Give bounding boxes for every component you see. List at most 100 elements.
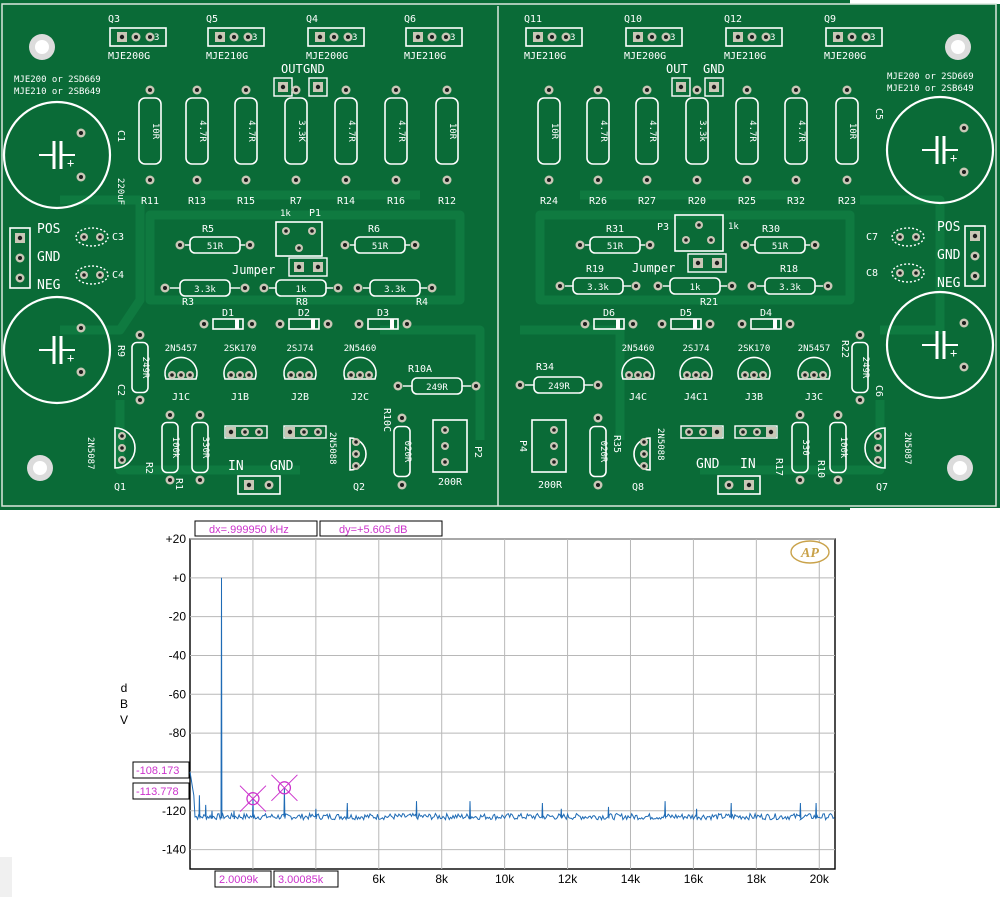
diode-ref: D1 bbox=[222, 308, 234, 319]
resistor-ref: R10A bbox=[408, 364, 432, 375]
transistor-outline bbox=[207, 27, 265, 47]
resistor-value: 3.3k bbox=[779, 283, 801, 293]
polarity-mark: + bbox=[950, 346, 957, 360]
transistor-outline bbox=[307, 27, 365, 47]
trimmer-p2 bbox=[432, 419, 468, 473]
jfet-ref: J2B bbox=[291, 392, 309, 403]
pin-number: 3 bbox=[450, 33, 455, 43]
cap-ref: C5 bbox=[873, 108, 884, 120]
trimmer-pot bbox=[674, 214, 724, 252]
transistor-outline bbox=[725, 27, 783, 47]
resistor-ref: R1 bbox=[173, 478, 184, 490]
resistor-body bbox=[835, 97, 859, 165]
resistor-value: 3.3k bbox=[384, 285, 406, 295]
diode-ref: D5 bbox=[680, 308, 692, 319]
resistor-body bbox=[161, 421, 179, 474]
resistor-ref: R22 bbox=[839, 340, 850, 358]
transistor-part: 2N5088 bbox=[327, 432, 337, 465]
transistor-ref: Q11 bbox=[524, 14, 542, 25]
resistor-ref: R18 bbox=[780, 264, 798, 275]
polarity-mark: + bbox=[67, 156, 74, 170]
resistor-ref: R8 bbox=[296, 297, 308, 308]
resistor-ref: R6 bbox=[368, 224, 380, 235]
resistor-value: 4.7R bbox=[346, 120, 356, 142]
dx-readout-box: dx=.999950 kHz bbox=[194, 520, 318, 537]
resistor-body bbox=[791, 421, 809, 474]
resistor-value: 10R bbox=[847, 123, 857, 140]
cursor-marker-2 bbox=[271, 774, 298, 802]
transistor-ref: Q2 bbox=[353, 482, 365, 493]
dx-readout: dx=.999950 kHz bbox=[209, 524, 289, 536]
svg-text:d: d bbox=[121, 681, 128, 695]
power-connector bbox=[9, 227, 31, 289]
jfet-ref: J1C bbox=[172, 392, 190, 403]
pot-value: 1k bbox=[280, 209, 291, 219]
jfet-ref: J2C bbox=[351, 392, 369, 403]
y-tick-label: +0 bbox=[172, 571, 186, 585]
capacitor-c1 bbox=[2, 100, 112, 210]
resistor-body bbox=[784, 97, 808, 165]
resistor-body bbox=[138, 97, 162, 165]
jfet-ref: J1B bbox=[231, 392, 249, 403]
resistor-body bbox=[685, 97, 709, 165]
cap-ref: C4 bbox=[112, 270, 124, 281]
cap-value: 220uF bbox=[115, 178, 125, 205]
resistor-ref: R11 bbox=[141, 196, 159, 207]
transistor-part: MJE200G bbox=[824, 51, 866, 62]
jfet-outline bbox=[679, 356, 713, 380]
y-tick-label: -120 bbox=[162, 804, 186, 818]
pin-number: 3 bbox=[352, 33, 357, 43]
resistor-value: 249R bbox=[140, 357, 150, 379]
resistor-value: 100k bbox=[838, 437, 848, 459]
small-cap-outline bbox=[75, 227, 109, 247]
resistor-ref: R23 bbox=[838, 196, 856, 207]
jfet-ref: J3C bbox=[805, 392, 823, 403]
resistor-body bbox=[435, 97, 459, 165]
resistor-ref: R9 bbox=[115, 345, 126, 357]
resistor-value: 4.7R bbox=[197, 120, 207, 142]
diode-body bbox=[288, 318, 320, 330]
substitute-note: MJE210 or 2SB649 bbox=[14, 87, 101, 97]
pot-ref: P2 bbox=[472, 446, 483, 458]
resistor-body bbox=[851, 341, 869, 394]
pot-ref: P3 bbox=[657, 222, 669, 233]
resistor-value: 249R bbox=[426, 383, 448, 393]
jfet-part: 2SK170 bbox=[224, 344, 257, 354]
resistor-body bbox=[829, 421, 847, 474]
resistor-value: 020R bbox=[402, 441, 412, 463]
substitute-note: MJE200 or 2SD669 bbox=[14, 75, 101, 85]
polarity-mark: + bbox=[950, 151, 957, 165]
resistor-value: 51R bbox=[207, 242, 224, 252]
neg-label: NEG bbox=[937, 276, 961, 291]
diode-body bbox=[367, 318, 399, 330]
resistor-ref: R35 bbox=[611, 435, 622, 453]
transistor-ref: Q3 bbox=[108, 14, 120, 25]
resistor-ref: R7 bbox=[290, 196, 302, 207]
resistor-value: 4.7R bbox=[246, 120, 256, 142]
resistor-value: 330 bbox=[800, 439, 810, 455]
jfet-ref: J4C1 bbox=[684, 392, 708, 403]
pot-value: 200R bbox=[438, 477, 463, 488]
x-tick-label: 20k bbox=[810, 872, 830, 886]
diode-ref: D4 bbox=[760, 308, 772, 319]
resistor-value: 249R bbox=[860, 357, 870, 379]
x-tick-label: 12k bbox=[558, 872, 578, 886]
resistor-body bbox=[334, 97, 358, 165]
resistor-ref: R10 bbox=[815, 460, 826, 478]
polarity-mark: + bbox=[67, 351, 74, 365]
transistor-part: MJE200G bbox=[306, 51, 348, 62]
resistor-value: 51R bbox=[772, 242, 789, 252]
x-tick-label: 14k bbox=[621, 872, 641, 886]
transistor-outline bbox=[825, 27, 883, 47]
resistor-body bbox=[589, 425, 607, 478]
jfet-part: 2SJ74 bbox=[286, 344, 313, 354]
gnd-label: GND bbox=[696, 457, 720, 472]
y-tick-label: +20 bbox=[166, 532, 187, 546]
diode-ref: D2 bbox=[298, 308, 310, 319]
resistor-body bbox=[635, 97, 659, 165]
resistor-ref: R25 bbox=[738, 196, 756, 207]
transistor-part: MJE210G bbox=[524, 51, 566, 62]
cursor-x-readouts: 2.0009k 3.00085k bbox=[214, 870, 339, 888]
cap-ref: C2 bbox=[115, 384, 126, 396]
transistor-part: MJE210G bbox=[404, 51, 446, 62]
